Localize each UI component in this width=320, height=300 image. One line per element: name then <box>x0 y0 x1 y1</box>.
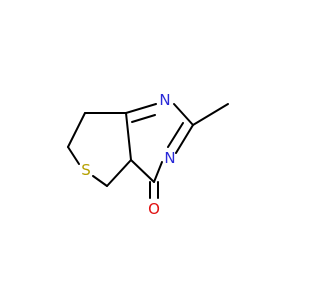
nitrogen-atom-1: N <box>159 91 170 109</box>
bond-ch2-s <box>67 146 80 165</box>
bond-lines <box>67 103 229 199</box>
molecule-diagram: S N N O <box>67 91 229 218</box>
bond-c2-n2-double <box>167 122 184 148</box>
bond-ch2-ch-junction <box>106 159 132 187</box>
sulfur-atom: S <box>81 161 91 179</box>
bond-n2-c4 <box>153 161 163 183</box>
bond-c-n1-single <box>125 103 157 114</box>
bond-s-ch2 <box>92 175 108 187</box>
bond-n1-c2 <box>173 103 194 126</box>
bond-fusion <box>125 112 132 161</box>
bond-c-n1-double <box>131 114 156 123</box>
nitrogen-atom-2: N <box>164 149 175 167</box>
bond-ch2-ch2-left <box>67 112 86 148</box>
bond-c4-ch-junction <box>130 159 155 183</box>
bond-c2-n2-single <box>175 124 194 154</box>
oxygen-atom: O <box>148 200 160 218</box>
bond-methyl <box>192 103 229 126</box>
